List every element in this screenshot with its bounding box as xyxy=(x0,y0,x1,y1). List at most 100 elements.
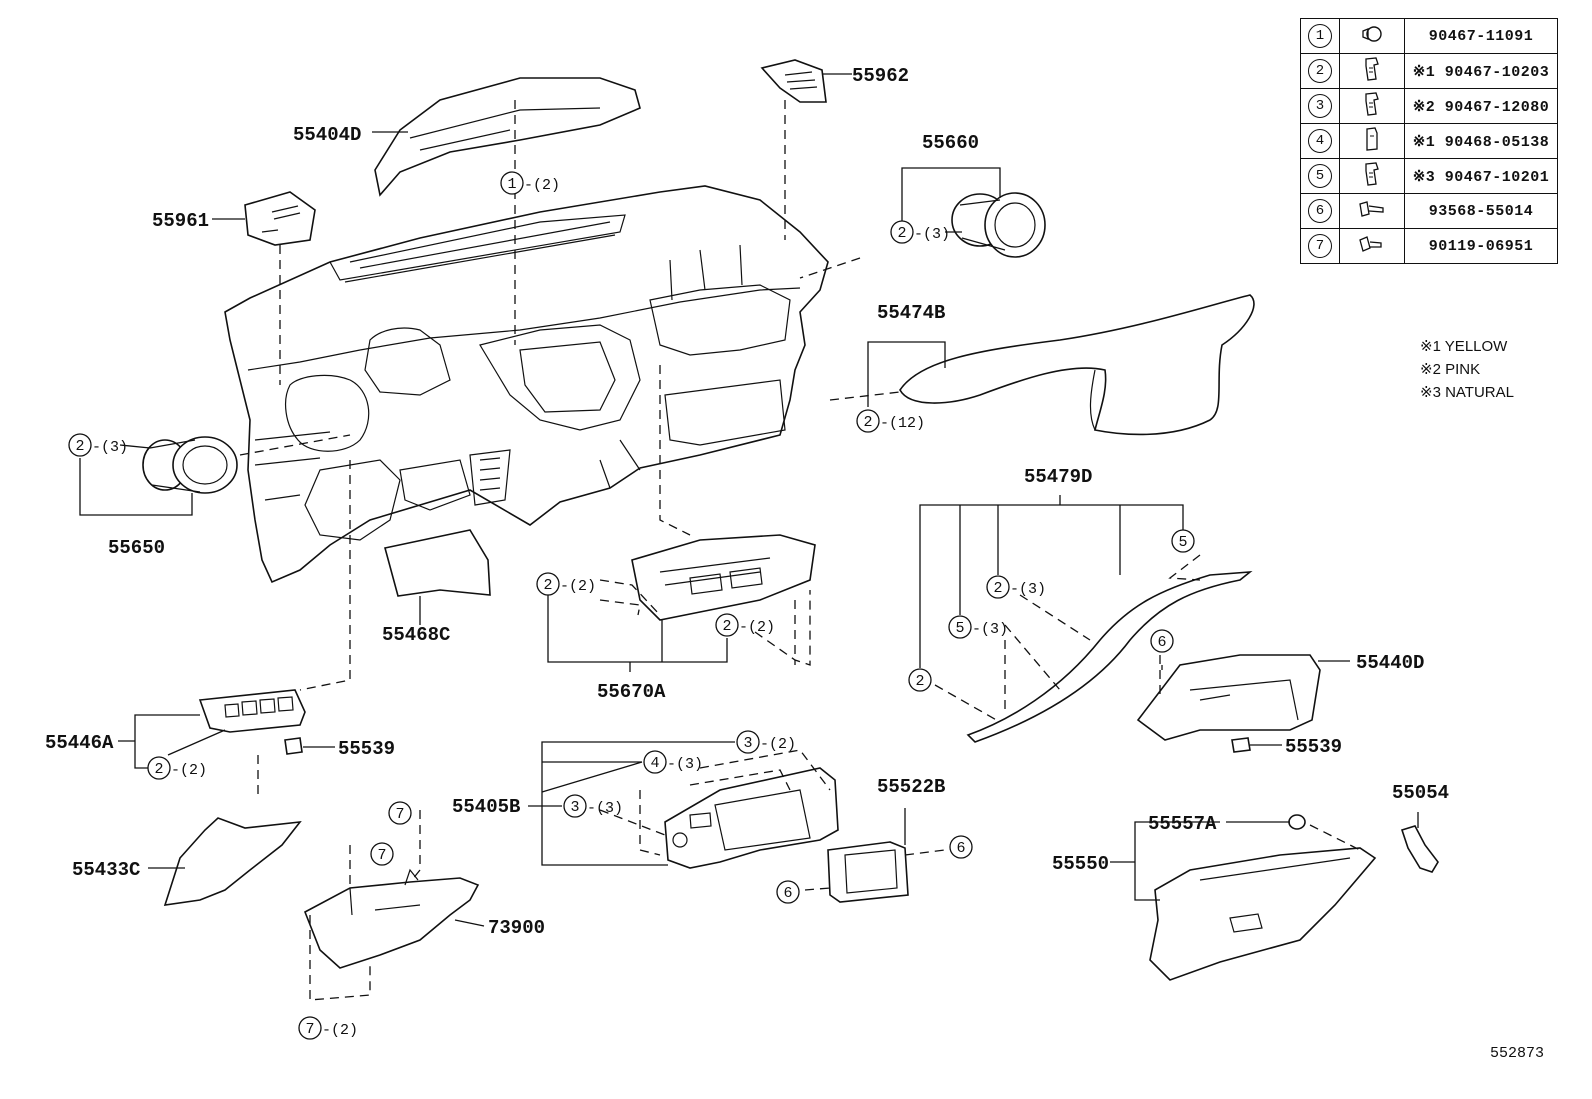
clip-icon xyxy=(1339,123,1405,159)
label-55660: 55660 xyxy=(922,132,979,154)
label-55433C: 55433C xyxy=(72,859,140,881)
clip-icon xyxy=(1339,158,1405,194)
label-55446A: 55446A xyxy=(45,732,114,754)
svg-text:-(3): -(3) xyxy=(972,621,1008,638)
legend-number: 2 xyxy=(1308,59,1332,83)
legend-number: 4 xyxy=(1308,129,1332,153)
legend-number: 5 xyxy=(1308,164,1332,188)
note-natural: ※3 NATURAL xyxy=(1420,384,1514,401)
legend-row: 1 90467-11091 xyxy=(1300,18,1558,54)
callout-7-c: 7 -(2) xyxy=(298,1016,358,1040)
svg-text:3: 3 xyxy=(570,799,579,816)
svg-text:-(3): -(3) xyxy=(587,800,623,817)
label-55670A: 55670A xyxy=(597,681,666,703)
clip-icon xyxy=(1339,88,1405,124)
callout-3-55405B-b: 3 -(3) xyxy=(563,794,623,818)
part-55468C-shape xyxy=(384,529,491,597)
label-73900: 73900 xyxy=(488,917,545,939)
label-55539-a: 55539 xyxy=(338,738,395,760)
assembly-lines xyxy=(239,100,1361,1001)
svg-text:7: 7 xyxy=(377,847,386,864)
label-55557A: 55557A xyxy=(1148,813,1217,835)
instrument-panel-frame xyxy=(224,185,829,584)
legend-number: 1 xyxy=(1308,24,1332,48)
part-55522B-shape xyxy=(827,841,909,903)
callout-6-55522B-a: 6 xyxy=(949,835,973,859)
callout-6-55522B-b: 6 xyxy=(776,880,800,904)
svg-text:-(12): -(12) xyxy=(880,415,925,432)
callout-4-55405B: 4 -(3) xyxy=(643,750,703,774)
legend-part-number: ※1 90468-05138 xyxy=(1404,123,1558,159)
svg-text:-(2): -(2) xyxy=(560,578,596,595)
svg-text:-(3): -(3) xyxy=(667,756,703,773)
label-55550: 55550 xyxy=(1052,853,1109,875)
svg-text:6: 6 xyxy=(956,840,965,857)
part-55539-shape-a xyxy=(284,737,303,755)
part-55446A-shape xyxy=(198,689,306,733)
part-55474B-shape xyxy=(899,294,1255,436)
label-55650: 55650 xyxy=(108,537,165,559)
part-55670A-shape xyxy=(631,534,816,621)
legend-part-number: ※3 90467-10201 xyxy=(1404,158,1558,194)
callouts: 1-(2) 2-(3) 2-(3) 2-(12) 5 2-(3) 5-(3) 2… xyxy=(68,171,1195,1040)
clip-icon xyxy=(1339,53,1405,89)
part-55405B-shape xyxy=(664,767,839,869)
part-55479D-shape xyxy=(966,571,1253,743)
svg-text:5: 5 xyxy=(1178,534,1187,551)
callout-2-55479D-b: 2 xyxy=(908,668,932,692)
callout-2-55670A-a: 2-(2) xyxy=(536,572,596,596)
label-55961: 55961 xyxy=(152,210,209,232)
label-55468C: 55468C xyxy=(382,624,450,646)
svg-text:-(2): -(2) xyxy=(171,762,207,779)
part-55550-shape xyxy=(1149,847,1377,981)
svg-text:6: 6 xyxy=(1157,634,1166,651)
legend-row: 5 ※3 90467-10201 xyxy=(1300,158,1558,194)
callout-2-55479D-a: 2 -(3) xyxy=(986,575,1046,599)
svg-text:7: 7 xyxy=(305,1021,314,1038)
color-notes: ※1 YELLOW ※2 PINK ※3 NATURAL xyxy=(1420,335,1514,404)
label-55054: 55054 xyxy=(1392,782,1449,804)
callout-2-55474B: 2 -(12) xyxy=(856,409,925,433)
legend-row: 7 90119-06951 xyxy=(1300,228,1558,264)
note-yellow: ※1 YELLOW xyxy=(1420,338,1508,355)
svg-text:-(2): -(2) xyxy=(739,619,775,636)
legend-number: 7 xyxy=(1308,234,1332,258)
callout-2-55650: 2-(3) xyxy=(68,433,128,457)
legend-row: 4 ※1 90468-05138 xyxy=(1300,123,1558,159)
part-labels: 55404D 55962 55660 55961 55474B 55650 55… xyxy=(45,65,1449,939)
note-pink: ※2 PINK xyxy=(1420,361,1481,378)
svg-text:-(2): -(2) xyxy=(322,1022,358,1039)
diagram-reference-number: 552873 xyxy=(1490,1045,1545,1062)
legend-part-number: 90119-06951 xyxy=(1404,228,1558,264)
callout-1-top: 1-(2) xyxy=(500,171,560,195)
svg-text:-(2): -(2) xyxy=(760,736,796,753)
svg-text:2: 2 xyxy=(75,438,84,455)
callout-2-55446A: 2-(2) xyxy=(147,756,207,780)
legend-part-number: ※2 90467-12080 xyxy=(1404,88,1558,124)
svg-text:2: 2 xyxy=(897,225,906,242)
svg-text:3: 3 xyxy=(743,735,752,752)
label-55522B: 55522B xyxy=(877,776,945,798)
svg-text:7: 7 xyxy=(395,806,404,823)
svg-text:2: 2 xyxy=(993,580,1002,597)
svg-text:-(3): -(3) xyxy=(1010,581,1046,598)
callout-2-55670A-b: 2-(2) xyxy=(715,613,775,637)
leader-lines xyxy=(79,73,1419,927)
clip-icon xyxy=(1339,18,1405,54)
label-55405B: 55405B xyxy=(452,796,520,818)
label-55404D: 55404D xyxy=(293,124,361,146)
part-55404D-shape xyxy=(374,77,641,197)
svg-text:4: 4 xyxy=(650,755,659,772)
bolt-icon xyxy=(1339,228,1405,264)
label-55440D: 55440D xyxy=(1356,652,1424,674)
part-55054-shape xyxy=(1400,825,1439,873)
part-55539-shape-b xyxy=(1231,737,1251,753)
legend-part-number: ※1 90467-10203 xyxy=(1404,53,1558,89)
part-55660-shape xyxy=(951,192,1046,258)
label-55962: 55962 xyxy=(852,65,909,87)
legend-part-number: 90467-11091 xyxy=(1404,18,1558,54)
part-55961-shape xyxy=(244,191,316,246)
callout-3-55405B-a: 3 -(2) xyxy=(736,730,796,754)
svg-text:2: 2 xyxy=(863,414,872,431)
legend-number: 3 xyxy=(1308,94,1332,118)
